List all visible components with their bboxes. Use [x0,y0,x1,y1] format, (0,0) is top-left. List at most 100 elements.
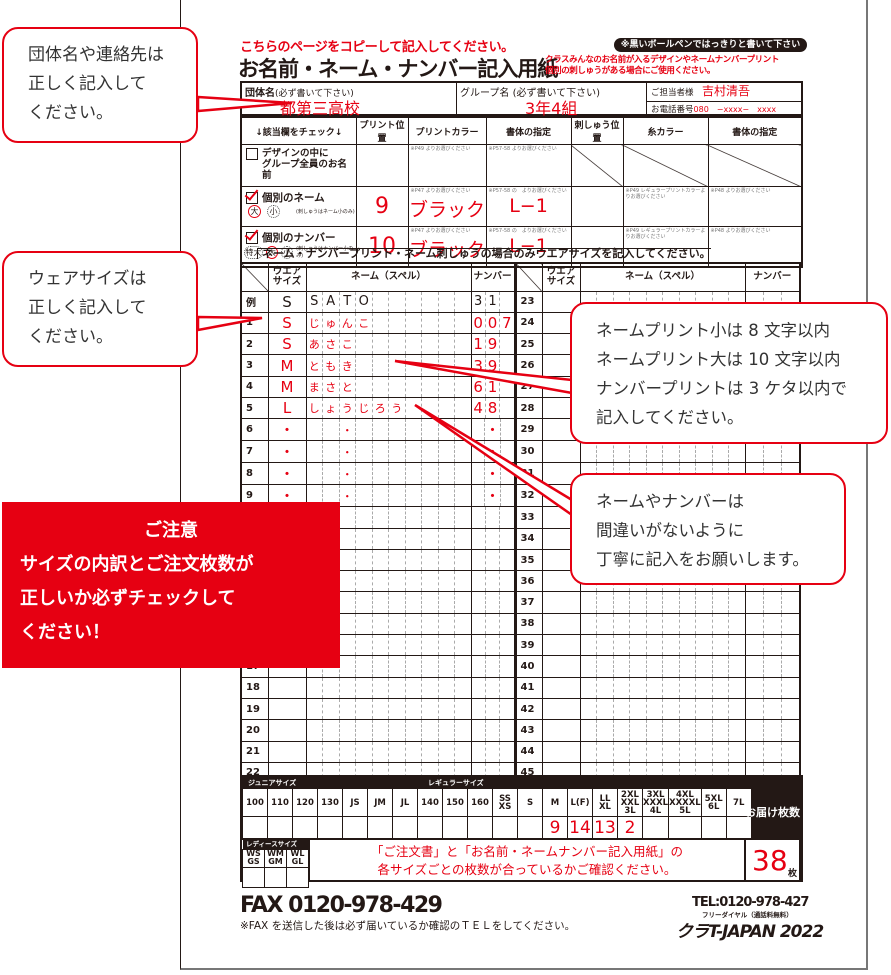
org-name-field[interactable]: 団体名(必ず書いて下さい) 都第三高校 [242,83,457,118]
wear-size-cell[interactable] [541,697,581,721]
wear-size-cell[interactable] [541,634,581,657]
name-cell[interactable] [305,676,472,699]
name-cell[interactable] [579,655,746,678]
wear-size-cell[interactable]: L [267,396,307,420]
name-cell[interactable]: しょうじろう [305,396,472,420]
number-size-xlarge[interactable]: 特大 [244,245,263,259]
wear-size-cell[interactable] [267,676,307,699]
number-cell[interactable]: ・ [470,484,517,508]
wear-size-cell[interactable]: ・ [267,484,307,508]
name-cell[interactable]: ・ [305,440,472,464]
number-cell[interactable] [470,527,517,550]
size-count-cell[interactable] [342,816,368,839]
name-cell[interactable]: ともき [305,354,472,377]
name-cell[interactable] [579,740,746,763]
name-cell[interactable]: あさこ [305,333,472,356]
size-count-cell[interactable] [392,816,418,839]
wear-size-cell[interactable] [267,740,307,763]
number-cell[interactable] [470,655,517,678]
number-cell[interactable] [470,634,517,657]
size-count-cell[interactable] [267,816,293,839]
size-count-cell[interactable] [417,816,443,839]
size-count-cell[interactable]: 14 [567,816,593,839]
name-cell[interactable] [579,697,746,721]
number-cell[interactable] [744,740,801,763]
size-count-cell[interactable] [242,816,268,839]
name-size-large[interactable]: 大 [248,205,261,218]
number-cell[interactable] [744,655,801,678]
group-name-field[interactable]: グループ名 (必ず書いて下さい) 3年4組 [457,83,647,118]
size-count-cell[interactable] [367,816,393,839]
number-cell[interactable]: ・ [470,418,517,442]
size-count-cell[interactable] [467,816,493,839]
name-cell[interactable] [305,719,472,742]
name-cell[interactable] [579,719,746,742]
number-size-small[interactable]: 小 [280,245,294,259]
number-cell[interactable] [744,676,801,699]
size-count-cell[interactable] [668,816,702,839]
name-cell[interactable] [305,697,472,721]
size-count-cell[interactable] [292,816,318,839]
size-count-cell[interactable]: 9 [542,816,568,839]
group-names-checkbox[interactable] [246,148,258,160]
name-cell[interactable]: じゅんこ [305,311,472,335]
name-cell[interactable] [579,612,746,636]
size-count-cell[interactable]: 13 [592,816,618,839]
size-count-cell[interactable] [725,816,752,839]
individual-number-checkbox[interactable] [246,231,258,244]
number-size-large[interactable]: 大 [265,245,278,259]
wear-size-cell[interactable]: M [267,375,307,398]
number-print-position[interactable]: 10 [355,226,409,267]
wear-size-cell[interactable] [541,719,581,742]
number-cell[interactable] [470,506,517,529]
wear-size-cell[interactable]: S [267,311,307,335]
wear-size-cell[interactable]: S [267,290,307,313]
number-cell[interactable] [744,719,801,742]
wear-size-cell[interactable] [541,612,581,636]
number-cell[interactable] [744,612,801,636]
name-cell[interactable] [305,740,472,763]
size-count-cell[interactable] [492,816,518,839]
delivery-count-field[interactable]: 38 枚 [746,840,799,880]
wear-size-cell[interactable] [541,591,581,614]
name-size-small[interactable]: 小 [267,205,280,218]
wear-size-cell[interactable]: S [267,333,307,356]
number-cell[interactable] [470,570,517,593]
wear-size-cell[interactable]: ・ [267,418,307,442]
number-cell[interactable]: ・ [470,440,517,464]
wear-size-cell[interactable] [541,676,581,699]
number-cell[interactable] [744,591,801,614]
size-count-cell[interactable]: 2 [617,816,643,839]
wear-size-cell[interactable] [541,655,581,678]
number-cell[interactable] [744,697,801,721]
wear-size-cell[interactable] [541,440,581,464]
name-cell[interactable] [579,676,746,699]
wear-size-cell[interactable] [267,697,307,721]
name-cell[interactable]: ・ [305,418,472,442]
wear-size-cell[interactable]: M [267,354,307,377]
number-cell[interactable] [744,634,801,657]
number-cell[interactable] [470,697,517,721]
name-cell[interactable]: まさと [305,375,472,398]
size-count-cell[interactable] [317,816,343,839]
size-count-cell[interactable] [442,816,468,839]
wear-size-cell[interactable] [541,740,581,763]
name-cell[interactable] [579,440,746,464]
wear-size-cell[interactable] [267,719,307,742]
size-count-cell[interactable] [700,816,727,839]
number-cell[interactable]: ・ [470,462,517,486]
ladies-count-cell[interactable] [286,866,309,888]
name-cell[interactable]: ・ [305,462,472,486]
ladies-count-cell[interactable] [242,866,265,888]
number-cell[interactable] [470,548,517,572]
ladies-count-cell[interactable] [264,866,287,888]
wear-size-cell[interactable]: ・ [267,462,307,486]
size-count-cell[interactable] [641,816,670,839]
name-cell[interactable] [579,634,746,657]
phone-field[interactable]: お電話番号080 −xxxx− xxxx [647,101,801,118]
name-print-position[interactable]: 9 [355,186,409,227]
